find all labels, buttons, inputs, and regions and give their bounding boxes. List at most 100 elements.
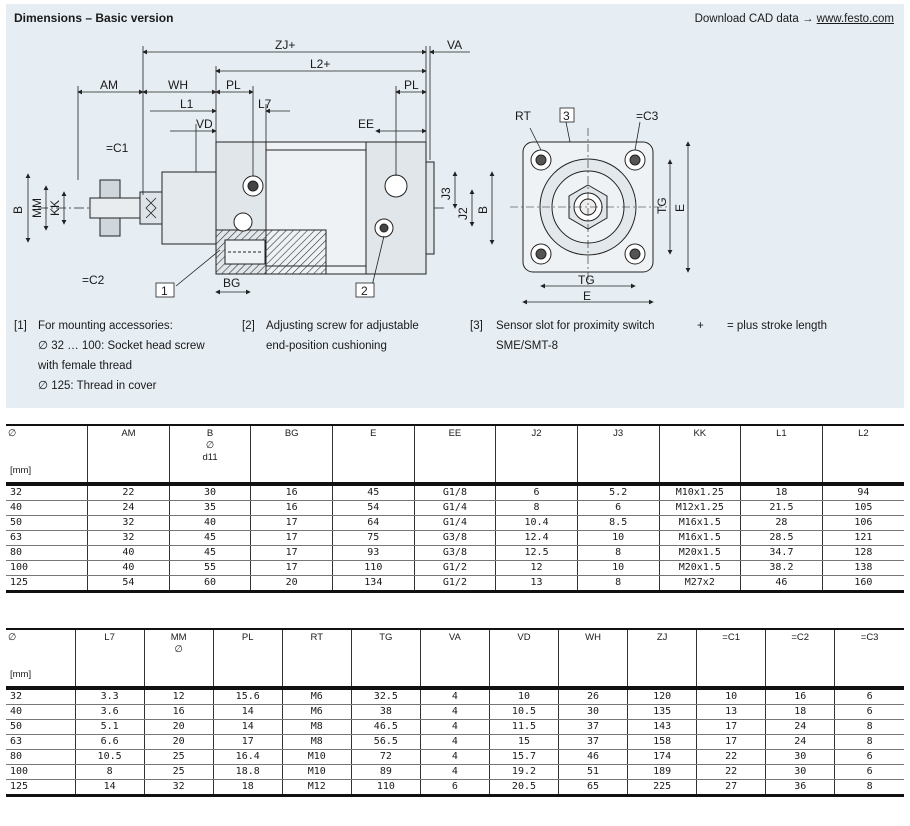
note-3-line-1: Sensor slot for proximity switch: [496, 320, 655, 332]
table-cell: 8: [834, 719, 904, 735]
table-cell: 80: [6, 749, 76, 765]
column-header: VD: [488, 629, 559, 688]
table-cell: 16: [143, 704, 214, 720]
table-cell: 55: [168, 560, 251, 576]
table-cell: M10: [281, 749, 352, 765]
table-cell: M6: [281, 704, 352, 720]
table-cell: M8: [281, 719, 352, 735]
table-cell: 12: [143, 688, 214, 705]
table-cell: 14: [212, 704, 283, 720]
table-cell: 45: [168, 530, 251, 546]
table-cell: G1/4: [413, 500, 496, 516]
note-1-line-3: with female thread: [38, 360, 132, 372]
table-cell: 3.6: [74, 704, 145, 720]
technical-drawing: ZJ+ VA L2+ AM WH PL PL L1 L7 VD EE =C1 =…: [11, 38, 691, 305]
callout-1: 1: [161, 284, 168, 298]
column-header: BG: [250, 425, 333, 484]
table-cell: 34.7: [740, 545, 823, 561]
dim-bg: BG: [223, 276, 240, 290]
table-cell: 4: [419, 704, 490, 720]
table-cell: 8: [74, 764, 145, 780]
table-cell: 6: [834, 704, 904, 720]
table-cell: 32: [6, 688, 76, 705]
table-cell: 8: [576, 545, 659, 561]
table-cell: 134: [332, 575, 415, 593]
table-cell: 35: [168, 500, 251, 516]
table-cell: 40: [6, 500, 88, 516]
header-text: AM: [121, 428, 136, 439]
table-cell: 17: [696, 719, 766, 735]
table-cell: 32: [87, 515, 170, 531]
header-text: J2: [531, 428, 542, 439]
table-cell: M20x1.5: [658, 545, 741, 561]
table-cell: 105: [821, 500, 904, 516]
table-cell: 138: [821, 560, 904, 576]
column-header: L1: [740, 425, 823, 484]
table-cell: 100: [6, 560, 88, 576]
column-header: AM: [87, 425, 170, 484]
table-cell: 45: [332, 484, 415, 501]
header-text: BG: [284, 428, 299, 439]
callout-3: 3: [563, 109, 570, 123]
festo-link[interactable]: www.festo.com: [816, 13, 894, 25]
table-cell: 45: [168, 545, 251, 561]
column-header: ZJ: [627, 629, 697, 688]
column-header: B∅d11: [168, 425, 251, 484]
cylinder-side-view: [38, 141, 445, 275]
dim-l1: L1: [180, 97, 194, 111]
table-cell: 93: [332, 545, 415, 561]
table-cell: 25: [143, 749, 214, 765]
header-text: B: [206, 428, 214, 439]
column-header: E: [332, 425, 415, 484]
table-cell: M16x1.5: [658, 515, 741, 531]
table-cell: 54: [87, 575, 170, 593]
table-cell: 8: [576, 575, 659, 593]
table-cell: 3.3: [74, 688, 145, 705]
table-cell: 19.2: [488, 764, 559, 780]
table-cell: 10.5: [488, 704, 559, 720]
dim-b: B: [11, 206, 25, 214]
table-cell: 63: [6, 530, 88, 546]
table-cell: 6: [495, 484, 578, 501]
table-cell: 12.4: [495, 530, 578, 546]
dim-j2: J2: [456, 207, 470, 220]
table-cell: 110: [332, 560, 415, 576]
table-cell: 17: [250, 545, 333, 561]
table-cell: 24: [87, 500, 170, 516]
column-header: KK: [658, 425, 741, 484]
dim-ee: EE: [358, 117, 374, 131]
table-cell: 120: [627, 688, 697, 705]
table-cell: 30: [765, 764, 835, 780]
table-cell: 22: [696, 764, 766, 780]
table-cell: 37: [557, 719, 628, 735]
header-text: =C3: [860, 632, 879, 643]
table-cell: 75: [332, 530, 415, 546]
table-cell: 17: [250, 515, 333, 531]
column-header: PL: [212, 629, 283, 688]
table-cell: 36: [765, 779, 835, 797]
table-cell: 17: [696, 734, 766, 750]
table-cell: 18: [740, 484, 823, 501]
table-cell: 94: [821, 484, 904, 501]
table-cell: 20: [143, 734, 214, 750]
column-header: =C3: [834, 629, 904, 688]
table-cell: 189: [627, 764, 697, 780]
table-cell: 10.4: [495, 515, 578, 531]
header-text: ∅: [205, 440, 215, 451]
table-cell: 14: [212, 719, 283, 735]
table-cell: 40: [6, 704, 76, 720]
header-text: TG: [379, 632, 393, 643]
table-cell: 18: [765, 704, 835, 720]
table-cell: G3/8: [413, 545, 496, 561]
header-text: MM: [170, 632, 187, 643]
table-cell: 17: [250, 560, 333, 576]
header-text: EE: [448, 428, 462, 439]
table-cell: 63: [6, 734, 76, 750]
dim-zj: ZJ+: [275, 38, 295, 52]
